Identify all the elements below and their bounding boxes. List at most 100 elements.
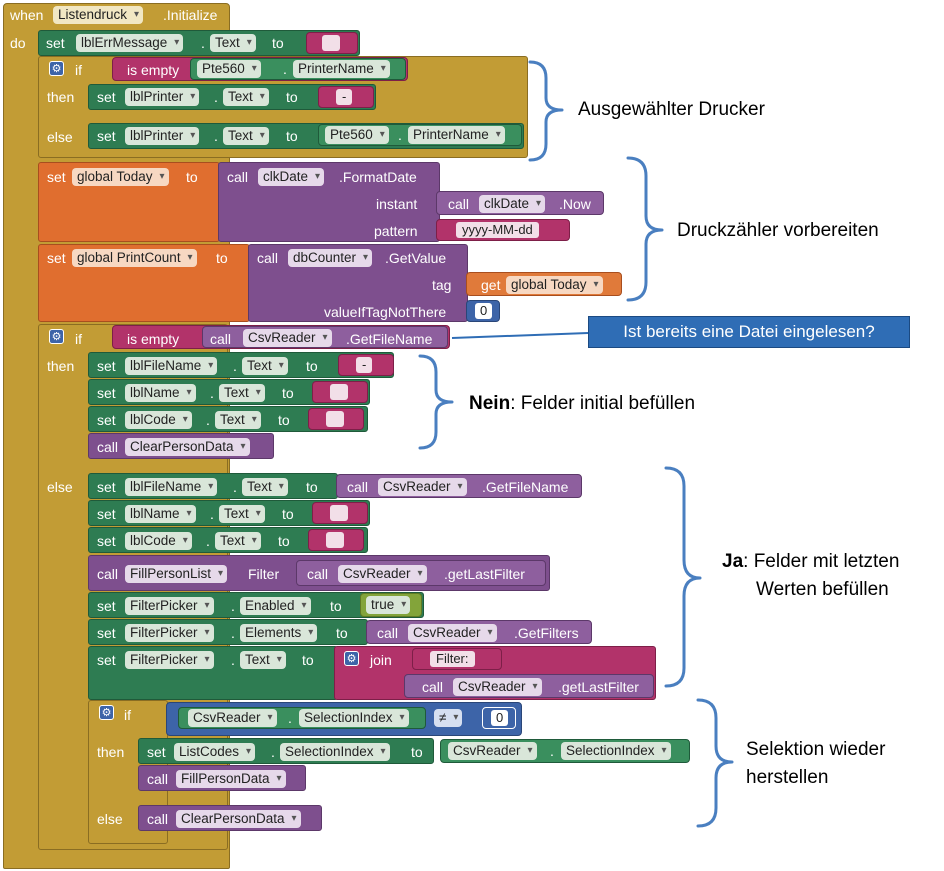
- procedure-dropdown[interactable]: FillPersonData: [176, 770, 286, 788]
- procedure-dropdown[interactable]: ClearPersonData: [176, 810, 301, 828]
- set-keyword: set: [97, 598, 116, 614]
- property-dropdown[interactable]: Text: [219, 384, 265, 402]
- gear-icon[interactable]: ⚙: [49, 61, 64, 76]
- property-dropdown[interactable]: Text: [242, 478, 288, 496]
- call-clkdate-formatdate-block[interactable]: [218, 162, 440, 242]
- call-keyword: call: [227, 169, 249, 185]
- if-keyword: if: [75, 62, 82, 78]
- property-dropdown[interactable]: Text: [223, 88, 269, 106]
- component-dropdown[interactable]: clkDate: [479, 195, 546, 213]
- set-keyword: set: [97, 506, 116, 522]
- component-dropdown[interactable]: lblName: [125, 384, 196, 402]
- component-dropdown[interactable]: CsvReader: [338, 565, 427, 583]
- brace-printer: [528, 60, 564, 162]
- component-dropdown[interactable]: lblPrinter: [125, 127, 200, 145]
- annotation-ja-line2: Werten befüllen: [756, 579, 889, 600]
- to-keyword: to: [411, 744, 423, 760]
- component-dropdown[interactable]: lblCode: [125, 411, 192, 429]
- then-keyword: then: [97, 744, 125, 760]
- component-dropdown[interactable]: FilterPicker: [125, 651, 214, 669]
- property-dropdown[interactable]: SelectionIndex: [561, 742, 671, 760]
- component-dropdown[interactable]: CsvReader: [448, 742, 537, 760]
- text-string-value[interactable]: [330, 384, 348, 400]
- component-dropdown[interactable]: ListCodes: [174, 743, 256, 761]
- component-dropdown[interactable]: lblFileName: [125, 357, 218, 375]
- component-dropdown[interactable]: lblPrinter: [125, 88, 200, 106]
- boolean-dropdown[interactable]: true: [366, 596, 411, 614]
- property-dropdown[interactable]: Text: [219, 505, 265, 523]
- component-dropdown[interactable]: clkDate: [258, 168, 325, 186]
- gear-icon[interactable]: ⚙: [49, 329, 64, 344]
- text-string-value[interactable]: [322, 35, 340, 51]
- call-keyword: call: [210, 331, 232, 347]
- text-string-value[interactable]: [326, 411, 344, 427]
- dot-separator: .: [231, 598, 235, 614]
- component-dropdown[interactable]: CsvReader: [453, 678, 542, 696]
- to-keyword: to: [216, 250, 228, 266]
- property-dropdown[interactable]: PrinterName: [408, 126, 505, 144]
- variable-dropdown[interactable]: global Today: [506, 276, 603, 294]
- event-component-dropdown[interactable]: Listendruck: [53, 6, 144, 24]
- number-value[interactable]: 0: [475, 303, 493, 319]
- component-dropdown[interactable]: FilterPicker: [125, 624, 214, 642]
- call-keyword: call: [347, 479, 369, 495]
- dot-separator: .: [550, 743, 554, 759]
- component-dropdown[interactable]: Pte560: [197, 60, 261, 78]
- component-dropdown[interactable]: lblCode: [125, 532, 192, 550]
- component-dropdown[interactable]: CsvReader: [243, 329, 332, 347]
- property-dropdown[interactable]: Enabled: [240, 597, 311, 615]
- to-keyword: to: [186, 169, 198, 185]
- if-keyword: if: [124, 707, 131, 723]
- variable-dropdown[interactable]: global Today: [72, 168, 169, 186]
- set-keyword: set: [47, 169, 66, 185]
- component-dropdown[interactable]: FilterPicker: [125, 597, 214, 615]
- property-dropdown[interactable]: Text: [210, 34, 256, 52]
- procedure-dropdown[interactable]: FillPersonList: [125, 565, 228, 583]
- method-name: .GetFileName: [482, 479, 569, 495]
- dot-separator: .: [214, 128, 218, 144]
- property-dropdown[interactable]: Text: [240, 651, 286, 669]
- property-dropdown[interactable]: SelectionIndex: [280, 743, 390, 761]
- to-keyword: to: [282, 506, 294, 522]
- component-dropdown[interactable]: lblName: [125, 505, 196, 523]
- set-keyword: set: [147, 744, 166, 760]
- procedure-dropdown[interactable]: ClearPersonData: [125, 438, 250, 456]
- property-dropdown[interactable]: Text: [215, 411, 261, 429]
- property-dropdown[interactable]: Text: [223, 127, 269, 145]
- set-keyword: set: [97, 479, 116, 495]
- component-dropdown[interactable]: dbCounter: [288, 249, 373, 267]
- text-string-value[interactable]: yyyy-MM-dd: [456, 222, 539, 238]
- annotation-ja-line1: : Felder mit letzten: [743, 551, 900, 572]
- text-string-value[interactable]: -: [356, 357, 373, 373]
- gear-icon[interactable]: ⚙: [344, 651, 359, 666]
- dot-separator: .: [288, 710, 292, 726]
- annotation-nein-bold: Nein: [469, 393, 511, 414]
- method-name: .GetValue: [385, 250, 447, 266]
- call-keyword: call: [377, 625, 399, 641]
- component-dropdown[interactable]: lblFileName: [125, 478, 218, 496]
- text-string-value[interactable]: Filter:: [430, 651, 475, 667]
- text-string-value[interactable]: -: [336, 89, 353, 105]
- component-dropdown[interactable]: CsvReader: [408, 624, 497, 642]
- gear-icon[interactable]: ⚙: [99, 705, 114, 720]
- annotation-printer: Ausgewählter Drucker: [578, 99, 765, 120]
- text-string-value[interactable]: [330, 505, 348, 521]
- dot-separator: .: [206, 412, 210, 428]
- operator-dropdown[interactable]: ≠: [434, 709, 463, 727]
- property-dropdown[interactable]: SelectionIndex: [299, 709, 409, 727]
- to-keyword: to: [306, 479, 318, 495]
- component-dropdown[interactable]: CsvReader: [188, 709, 277, 727]
- property-dropdown[interactable]: Elements: [240, 624, 318, 642]
- to-keyword: to: [282, 385, 294, 401]
- component-dropdown[interactable]: lblErrMessage: [76, 34, 184, 52]
- component-dropdown[interactable]: Pte560: [325, 126, 389, 144]
- property-dropdown[interactable]: Text: [242, 357, 288, 375]
- text-string-value[interactable]: [326, 532, 344, 548]
- set-keyword: set: [97, 89, 116, 105]
- number-value[interactable]: 0: [491, 710, 509, 726]
- dot-separator: .: [231, 625, 235, 641]
- variable-dropdown[interactable]: global PrintCount: [72, 249, 197, 267]
- property-dropdown[interactable]: Text: [215, 532, 261, 550]
- property-dropdown[interactable]: PrinterName: [293, 60, 390, 78]
- component-dropdown[interactable]: CsvReader: [378, 478, 467, 496]
